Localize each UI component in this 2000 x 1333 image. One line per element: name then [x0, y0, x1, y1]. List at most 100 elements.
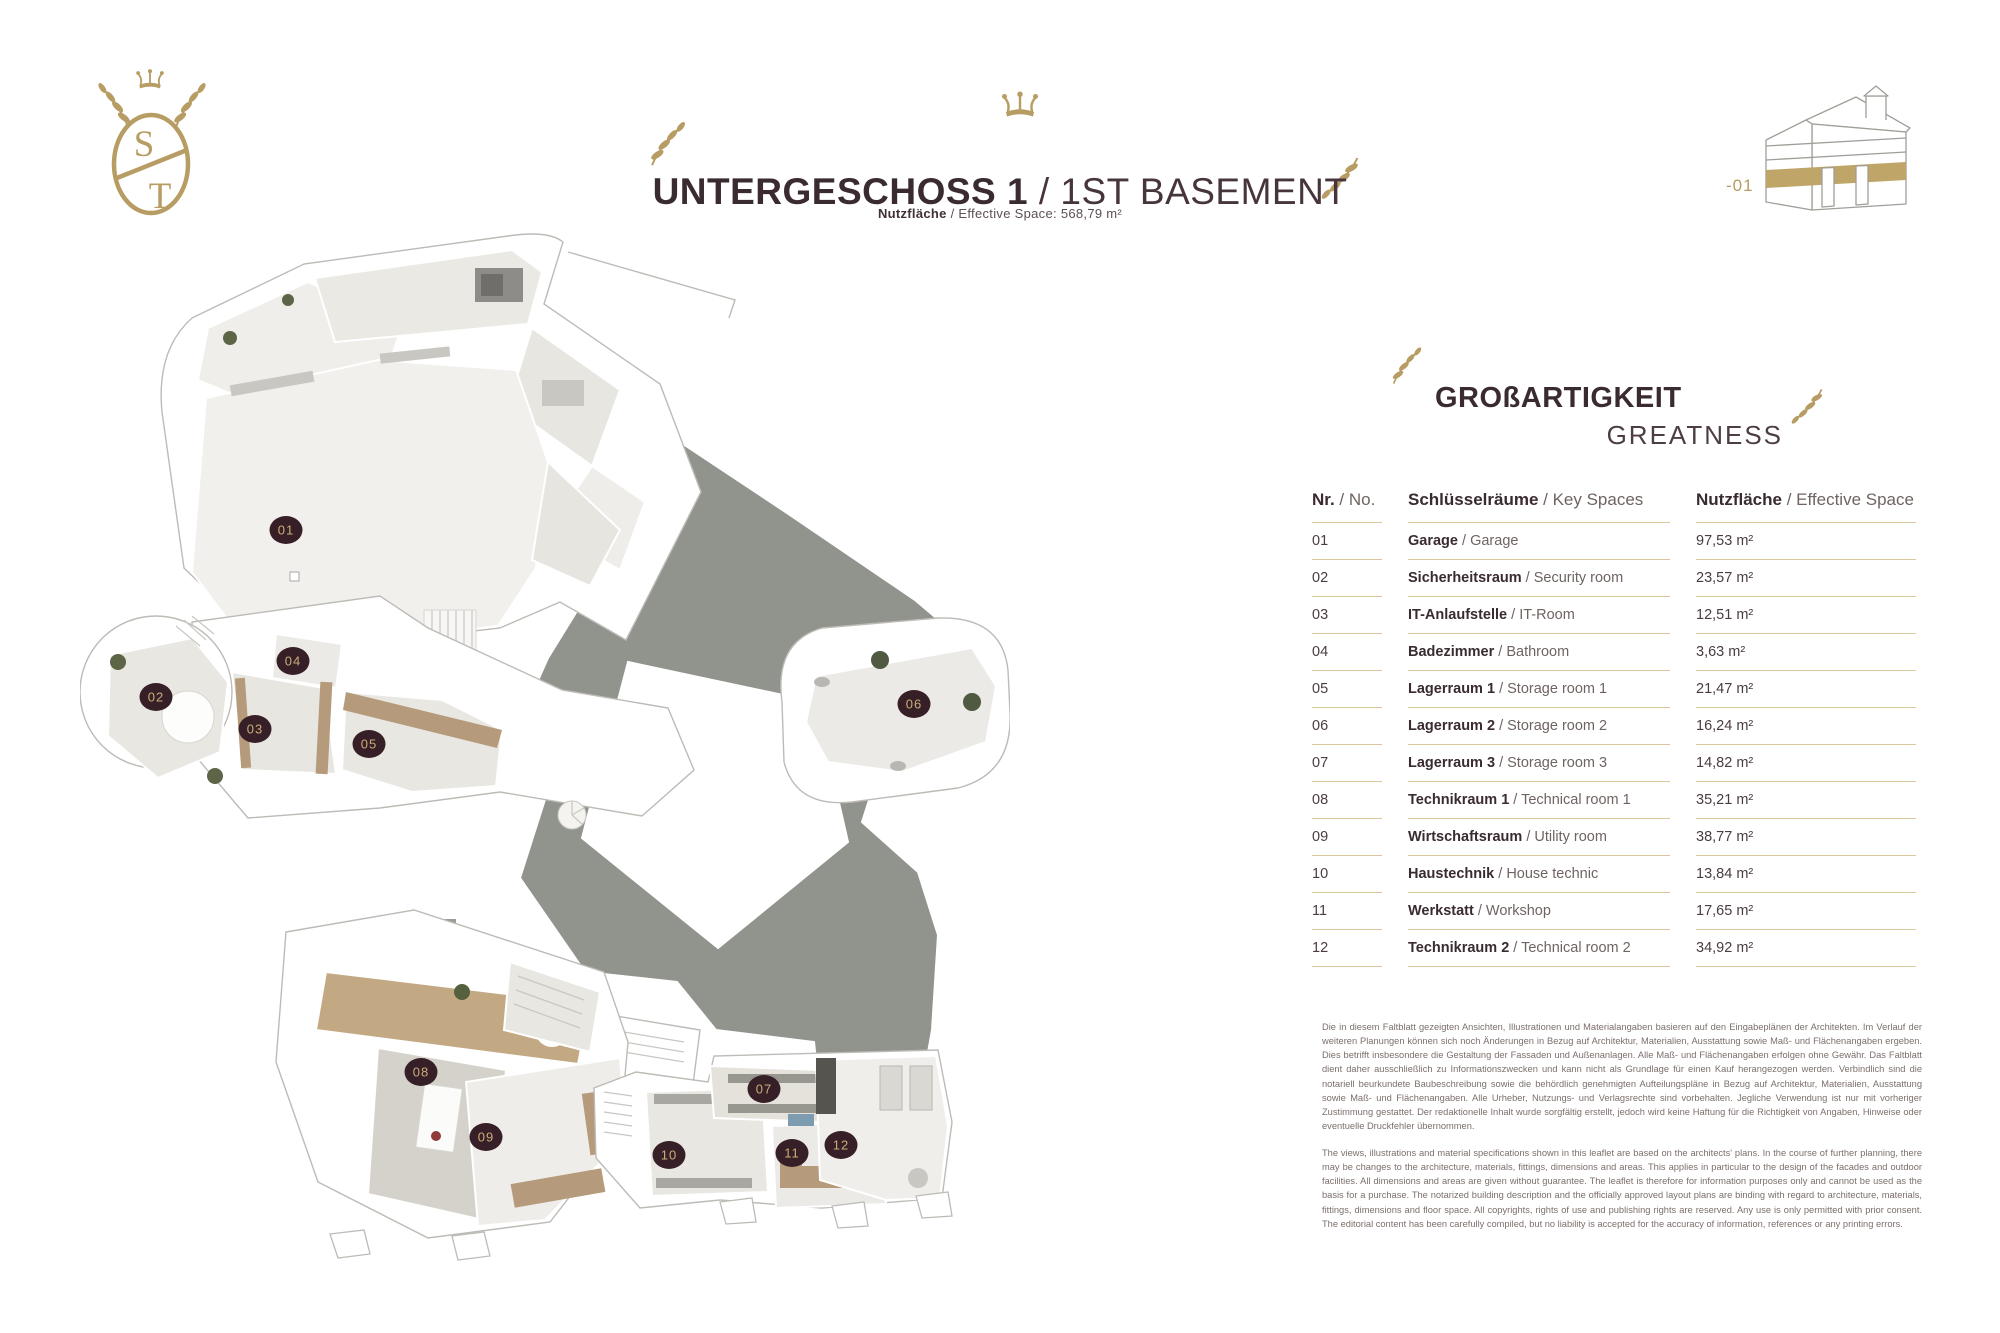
- room-badge-number: 04: [285, 654, 301, 669]
- site-wall-line: [567, 251, 736, 319]
- crest-crown-icon: [135, 68, 165, 90]
- room-name: Lagerraum 2 / Storage room 2: [1408, 708, 1670, 745]
- room-number: 10: [1312, 856, 1382, 893]
- room-name: Sicherheitsraum / Security room: [1408, 560, 1670, 597]
- level-indicator-label: -01: [1726, 176, 1754, 195]
- st-crest-logo: S T: [96, 68, 208, 217]
- crest-diagonal: [116, 147, 188, 181]
- room-name: Haustechnik / House technic: [1408, 856, 1670, 893]
- room-area: 17,65 m²: [1696, 893, 1916, 930]
- basement-band: [1766, 162, 1906, 188]
- wardrobe: [816, 1058, 836, 1114]
- effective-space-subtitle: Nutzfläche / Effective Space: 568,79 m²: [600, 206, 1400, 221]
- bottom-left-wing: [275, 909, 629, 1239]
- crown-icon: [1000, 90, 1040, 118]
- room-badge: [824, 1131, 858, 1159]
- room-badge-number: 08: [413, 1065, 429, 1080]
- room-name: Wirtschaftsraum / Utility room: [1408, 819, 1670, 856]
- window-bays: [329, 1191, 953, 1261]
- room-number: 01: [1312, 523, 1382, 560]
- room-badge: [269, 516, 303, 544]
- table-row: 07 Lagerraum 3 / Storage room 3 14,82 m²: [1312, 745, 1916, 782]
- table-row: 06 Lagerraum 2 / Storage room 2 16,24 m²: [1312, 708, 1916, 745]
- room-area: 35,21 m²: [1696, 782, 1916, 819]
- room-03-it: [230, 670, 338, 776]
- room-area: 21,47 m²: [1696, 671, 1916, 708]
- col-header-key-spaces: Schlüsselräume / Key Spaces: [1408, 490, 1670, 523]
- room-badge: [469, 1123, 503, 1151]
- room-number: 06: [1312, 708, 1382, 745]
- room-name: Werkstatt / Workshop: [1408, 893, 1670, 930]
- subtitle-label-de: Nutzfläche: [877, 206, 947, 221]
- plant-icon: [282, 294, 294, 306]
- table-row: 10 Haustechnik / House technic 13,84 m²: [1312, 856, 1916, 893]
- page-title-separator: /: [1028, 170, 1061, 212]
- room-area: 3,63 m²: [1696, 634, 1916, 671]
- table-row: 08 Technikraum 1 / Technical room 1 35,21 …: [1312, 782, 1916, 819]
- room-badge-number: 05: [361, 737, 377, 752]
- crest-oval: [111, 112, 191, 216]
- room-name: Lagerraum 3 / Storage room 3: [1408, 745, 1670, 782]
- room-area: 38,77 m²: [1696, 819, 1916, 856]
- room-number: 08: [1312, 782, 1382, 819]
- room-badge: [897, 690, 931, 718]
- section-heading-de: GROßARTIGKEIT: [1435, 382, 1682, 415]
- middle-cluster: [80, 595, 695, 830]
- page-title: UNTERGESCHOSS 1 / 1ST BASEMENT: [550, 171, 1450, 213]
- room-badge-number: 12: [833, 1138, 849, 1153]
- table-header: Nr. / No. Schlüsselräume / Key Spaces Nu…: [1312, 490, 1916, 523]
- room-badge: [404, 1058, 438, 1086]
- room-area: 13,84 m²: [1696, 856, 1916, 893]
- col-header-area: Nutzfläche / Effective Space: [1696, 490, 1916, 523]
- room-badge-number: 07: [756, 1082, 772, 1097]
- col-header-number: Nr. / No.: [1312, 490, 1382, 523]
- disclaimer-en: The views, illustrations and material sp…: [1322, 1148, 1922, 1229]
- room-area: 16,24 m²: [1696, 708, 1916, 745]
- room-badge: [276, 647, 310, 675]
- room-name: Garage / Garage: [1408, 523, 1670, 560]
- section-heading-en: GREATNESS: [1606, 420, 1783, 450]
- crest-laurel-right-icon: [172, 80, 208, 130]
- room-name: IT-Anlaufstelle / IT-Room: [1408, 597, 1670, 634]
- room-number: 03: [1312, 597, 1382, 634]
- room-badge-number: 06: [906, 697, 922, 712]
- room-number: 02: [1312, 560, 1382, 597]
- laurel-left-icon: [648, 117, 687, 169]
- room-area: 34,92 m²: [1696, 930, 1916, 967]
- plant-icon: [454, 984, 470, 1000]
- lobe-06: [780, 617, 1010, 804]
- bottom-right-wing: [593, 1049, 953, 1210]
- table-row: 03 IT-Anlaufstelle / IT-Room 12,51 m²: [1312, 597, 1916, 634]
- room-badge-number: 03: [247, 722, 263, 737]
- page-title-en: 1ST BASEMENT: [1060, 170, 1348, 212]
- room-badge: [352, 730, 386, 758]
- plant-icon: [110, 654, 126, 670]
- room-number: 05: [1312, 671, 1382, 708]
- disclaimer-de: Die in diesem Faltblatt gezeigten Ansich…: [1322, 1022, 1922, 1131]
- room-area: 14,82 m²: [1696, 745, 1916, 782]
- room-01-garage: [190, 358, 550, 648]
- room-badge: [747, 1075, 781, 1103]
- room-number: 07: [1312, 745, 1382, 782]
- building-level-icon: [1765, 85, 1911, 211]
- room-badge: [652, 1141, 686, 1169]
- disclaimer-block: Die in diesem Faltblatt gezeigten Ansich…: [1322, 1020, 1922, 1244]
- page-title-de: UNTERGESCHOSS 1: [652, 170, 1029, 212]
- crest-letter-t: T: [149, 176, 172, 217]
- room-area: 12,51 m²: [1696, 597, 1916, 634]
- room-badge-number: 11: [784, 1146, 800, 1161]
- heading-laurel-left-icon: [1391, 343, 1424, 387]
- room-name: Technikraum 1 / Technical room 1: [1408, 782, 1670, 819]
- room-badge-number: 10: [661, 1148, 677, 1163]
